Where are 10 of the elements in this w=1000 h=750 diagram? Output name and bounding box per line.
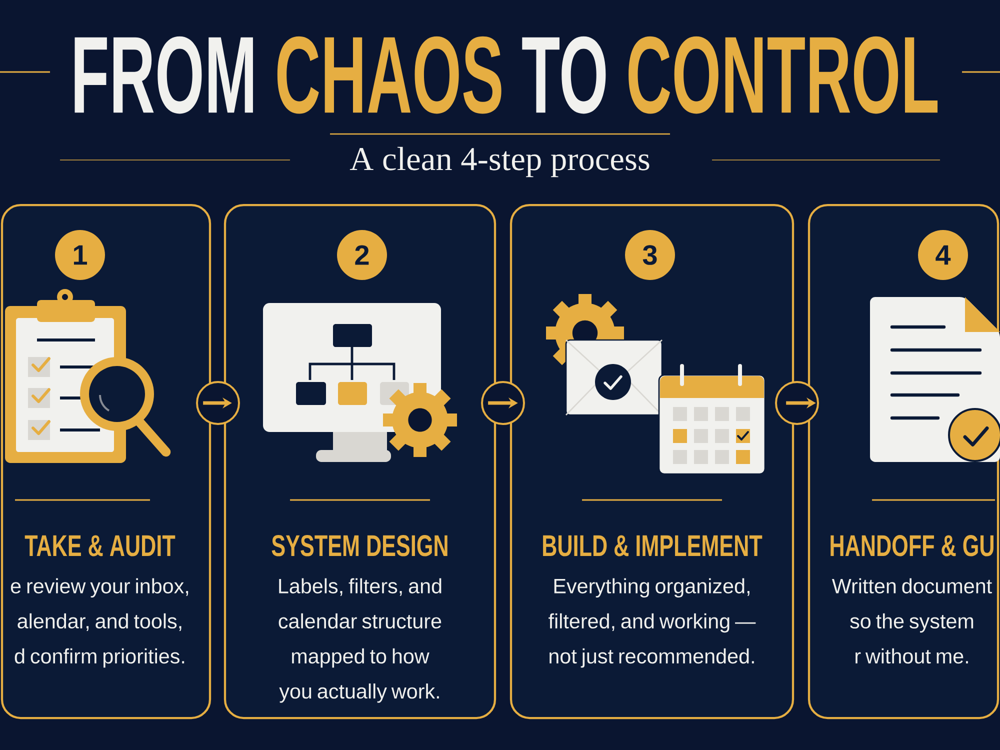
step-number-badge: 2 <box>337 230 387 280</box>
subtitle: A clean 4-step process <box>350 146 650 178</box>
title: FROM CHAOS TO CONTROL <box>74 36 938 114</box>
step-number-badge: 1 <box>55 230 105 280</box>
label: TO <box>522 36 606 114</box>
step-number-badge: 3 <box>625 230 675 280</box>
step-number-badge: 4 <box>918 230 968 280</box>
label: CONTROL <box>628 36 938 114</box>
label: FROM <box>74 36 253 114</box>
label: CHAOS <box>277 36 502 114</box>
